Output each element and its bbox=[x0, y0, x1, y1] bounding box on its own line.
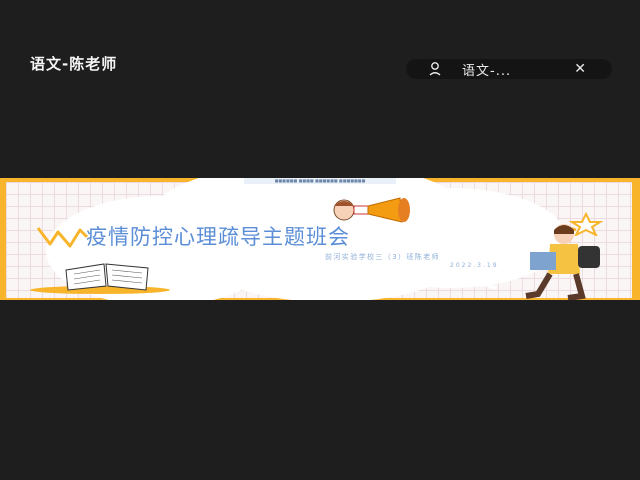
cloud-shape bbox=[206, 222, 456, 300]
lightning-icon bbox=[36, 227, 94, 248]
slide-border-right bbox=[632, 178, 640, 300]
session-label: 语文-... bbox=[462, 63, 512, 79]
student-illustration bbox=[475, 224, 600, 300]
window-title: 语文-陈老师 bbox=[30, 55, 118, 73]
megaphone-icon bbox=[333, 197, 410, 223]
session-pill[interactable]: 语文-... ✕ bbox=[406, 59, 612, 79]
slide-top-strip: ■■■■■■ ■■■■ ■■■■■■ ■■■■■■■ bbox=[244, 178, 396, 184]
slide-border-left bbox=[0, 178, 6, 300]
close-icon[interactable]: ✕ bbox=[574, 61, 586, 77]
shared-slide: ■■■■■■ ■■■■ ■■■■■■ ■■■■■■■ 疫情防控心理疏导主题 bbox=[0, 178, 640, 300]
slide-date: 2022.3.19 bbox=[450, 262, 499, 269]
person-icon bbox=[428, 61, 442, 77]
slide-school: 前河实验学校三（3）班陈老师 bbox=[325, 253, 441, 261]
slide-paper bbox=[6, 178, 632, 300]
book-icon bbox=[30, 263, 170, 294]
slide-title: 疫情防控心理疏导主题班会 bbox=[86, 225, 350, 249]
